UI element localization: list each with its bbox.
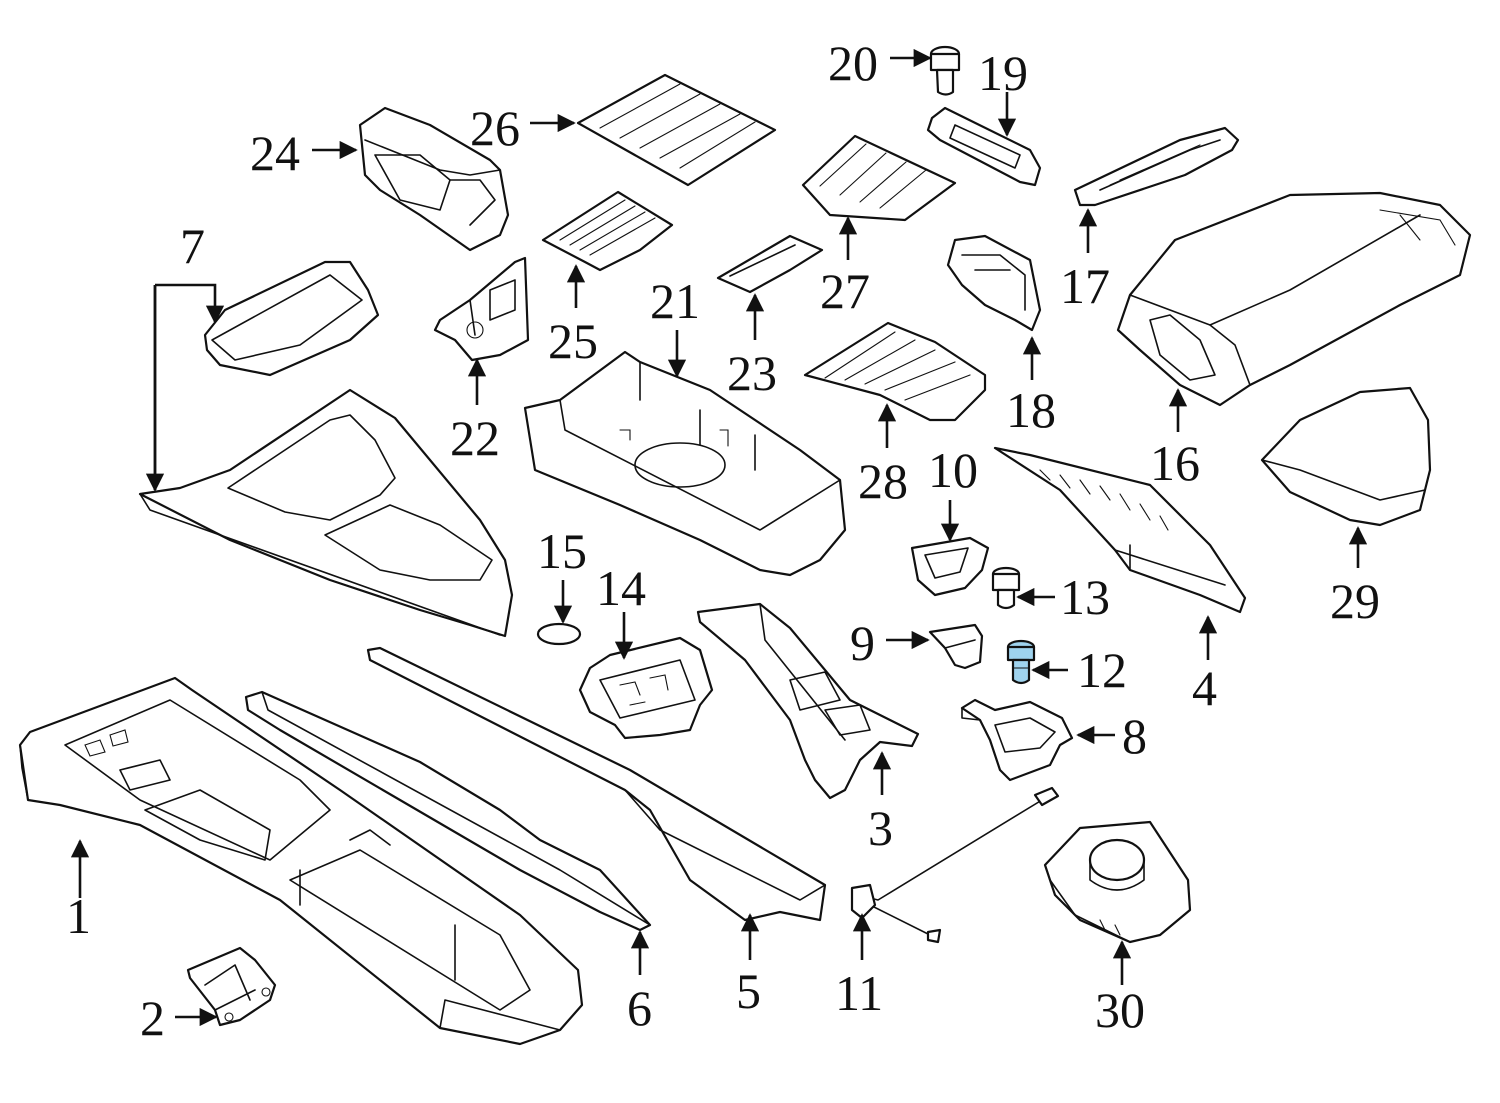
callout-14: 14 xyxy=(596,560,646,616)
callout-8: 8 xyxy=(1122,708,1147,764)
part-14-shifter-bracket[interactable] xyxy=(578,636,714,740)
callout-18: 18 xyxy=(1006,382,1056,438)
callout-7: 7 xyxy=(180,218,205,274)
part-25-mat[interactable] xyxy=(541,190,674,272)
leader-arrows xyxy=(70,48,1368,1027)
part-12-push-clip[interactable] xyxy=(1006,639,1036,685)
callout-24: 24 xyxy=(250,125,300,181)
part-11-wire-harness[interactable] xyxy=(850,786,1060,944)
callout-27: 27 xyxy=(820,263,870,319)
part-27-mat[interactable] xyxy=(801,134,957,222)
callout-20: 20 xyxy=(828,35,878,91)
callout-4: 4 xyxy=(1192,660,1217,716)
part-24-storage-bin[interactable] xyxy=(358,106,510,252)
part-16-armrest-box[interactable] xyxy=(1116,191,1472,407)
part-22-bracket[interactable] xyxy=(433,256,530,362)
callout-26: 26 xyxy=(470,100,520,156)
callout-15: 15 xyxy=(537,523,587,579)
part-21-console-housing[interactable] xyxy=(523,350,847,577)
part-19-switch-panel[interactable] xyxy=(926,106,1042,187)
arrow-7-bracket xyxy=(153,283,215,490)
callout-16: 16 xyxy=(1150,435,1200,491)
callout-13: 13 xyxy=(1060,569,1110,625)
callout-labels: 1 2 3 4 5 6 7 8 9 10 11 12 13 14 15 16 1… xyxy=(66,35,1380,1046)
part-29-armrest-pad[interactable] xyxy=(1260,386,1432,527)
callout-30: 30 xyxy=(1095,982,1145,1038)
part-8-cup-holder[interactable] xyxy=(960,698,1074,782)
callout-17: 17 xyxy=(1060,258,1110,314)
part-13-bolt[interactable] xyxy=(991,566,1021,610)
part-2-bracket[interactable] xyxy=(186,946,277,1027)
part-10-tray[interactable] xyxy=(910,536,990,597)
part-23-plate[interactable] xyxy=(716,234,824,294)
callout-11: 11 xyxy=(835,965,883,1021)
part-7-trim-panel[interactable] xyxy=(138,260,514,638)
callout-6: 6 xyxy=(627,980,652,1036)
part-26-mat[interactable] xyxy=(576,73,777,187)
callout-1: 1 xyxy=(66,888,91,944)
part-17-strip[interactable] xyxy=(1073,126,1240,207)
callout-5: 5 xyxy=(736,963,761,1019)
part-9-clip-plate[interactable] xyxy=(928,623,984,670)
part-5-side-panel-right[interactable] xyxy=(366,646,827,922)
callout-22: 22 xyxy=(450,410,500,466)
part-28-mat[interactable] xyxy=(803,321,987,422)
callout-3: 3 xyxy=(868,800,893,856)
callout-29: 29 xyxy=(1330,573,1380,629)
part-4-right-trim[interactable] xyxy=(993,446,1247,614)
part-6-side-panel-left[interactable] xyxy=(244,690,652,932)
part-20-plug[interactable] xyxy=(929,45,961,96)
callout-25: 25 xyxy=(548,313,598,369)
callout-12: 12 xyxy=(1077,642,1127,698)
part-18-bracket[interactable] xyxy=(946,234,1042,332)
part-30-controller[interactable] xyxy=(1043,820,1192,944)
callout-19: 19 xyxy=(978,45,1028,101)
part-1-console-base[interactable] xyxy=(18,676,584,1046)
part-15-ring[interactable] xyxy=(536,622,582,646)
callout-9: 9 xyxy=(850,615,875,671)
callout-21: 21 xyxy=(650,273,700,329)
callout-23: 23 xyxy=(727,345,777,401)
callout-10: 10 xyxy=(928,442,978,498)
callout-28: 28 xyxy=(858,453,908,509)
callout-2: 2 xyxy=(140,990,165,1046)
part-3-center-trim[interactable] xyxy=(696,602,920,800)
